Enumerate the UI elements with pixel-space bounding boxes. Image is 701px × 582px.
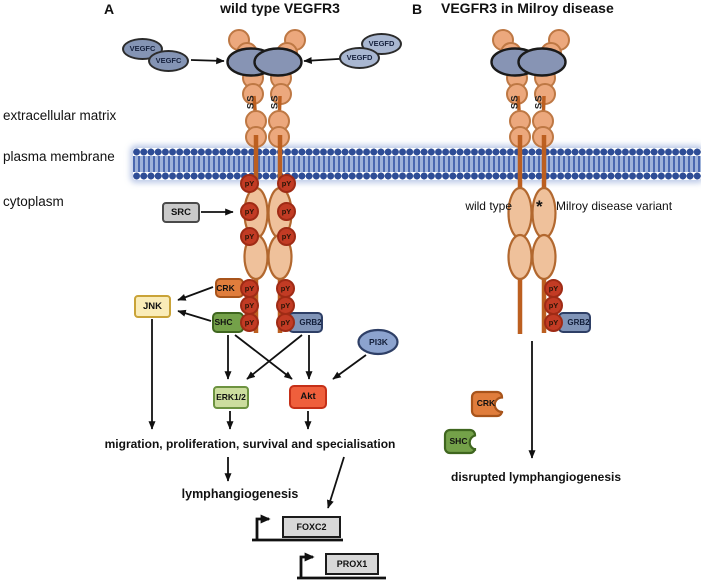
- ligand-binding-domain: [253, 47, 303, 77]
- milroy-variant-annotation: Milroy disease variant: [556, 199, 673, 213]
- src-protein: SRC: [162, 202, 200, 223]
- variant-asterisk: *: [536, 197, 543, 216]
- crk-unbound-shape: [470, 390, 504, 418]
- disulfide-ss-label: SS: [269, 94, 281, 110]
- panel-b-label: B: [412, 1, 423, 17]
- receptor-b: [490, 29, 570, 334]
- disrupted-lymphangiogenesis-text: disrupted lymphangiogenesis: [450, 470, 622, 484]
- disulfide-ss-label: SS: [509, 94, 521, 110]
- py-site: pY: [240, 313, 259, 332]
- functions-outcome-text: migration, proliferation, survival and s…: [104, 437, 396, 451]
- jnk-protein: JNK: [134, 295, 171, 318]
- prox1-gene-box: PROX1: [325, 553, 379, 575]
- extracellular-matrix-label: extracellular matrix: [3, 108, 117, 123]
- py-site: pY: [240, 227, 259, 246]
- panel-a-title: wild type VEGFR3: [220, 0, 340, 16]
- panel-a-label: A: [104, 1, 115, 17]
- wild-type-annotation: wild type: [465, 199, 512, 213]
- arrows: [148, 57, 536, 509]
- panel-b-title: VEGFR3 in Milroy disease: [441, 0, 614, 16]
- shc-protein: SHC: [212, 312, 244, 333]
- foxc2-gene-symbol: [252, 514, 343, 542]
- foxc2-gene-box: FOXC2: [282, 516, 341, 538]
- grb2-protein: GRB2: [288, 312, 323, 333]
- vegfd-ligand: VEGFD: [339, 47, 380, 69]
- lymphangiogenesis-text: lymphangiogenesis: [181, 487, 299, 501]
- py-site: pY: [240, 202, 259, 221]
- py-site: pY: [276, 313, 295, 332]
- prox1-gene-symbol: [297, 552, 386, 580]
- crk-unbound-label: CRK: [476, 398, 496, 409]
- shc-unbound-shape: [443, 428, 477, 455]
- disulfide-ss-label: SS: [533, 94, 545, 110]
- py-site: pY: [240, 174, 259, 193]
- ligand-binding-domain: [517, 47, 567, 77]
- pi3k-shape: [357, 328, 399, 356]
- py-site: pY: [277, 174, 296, 193]
- shc-unbound-label: SHC: [449, 436, 468, 447]
- vegfc-ligand: VEGFC: [148, 50, 189, 72]
- plasma-membrane-label: plasma membrane: [3, 149, 115, 164]
- pi3k-protein: PI3K: [369, 336, 388, 347]
- py-site: pY: [544, 313, 563, 332]
- disulfide-ss-label: SS: [245, 94, 257, 110]
- plasma-membrane-bilayer: [133, 148, 701, 180]
- cytoplasm-label: cytoplasm: [3, 194, 64, 209]
- akt-protein: Akt: [289, 385, 327, 409]
- erk-protein: ERK1/2: [213, 386, 249, 409]
- py-site: pY: [277, 227, 296, 246]
- receptor-a: [226, 29, 306, 333]
- py-site: pY: [277, 202, 296, 221]
